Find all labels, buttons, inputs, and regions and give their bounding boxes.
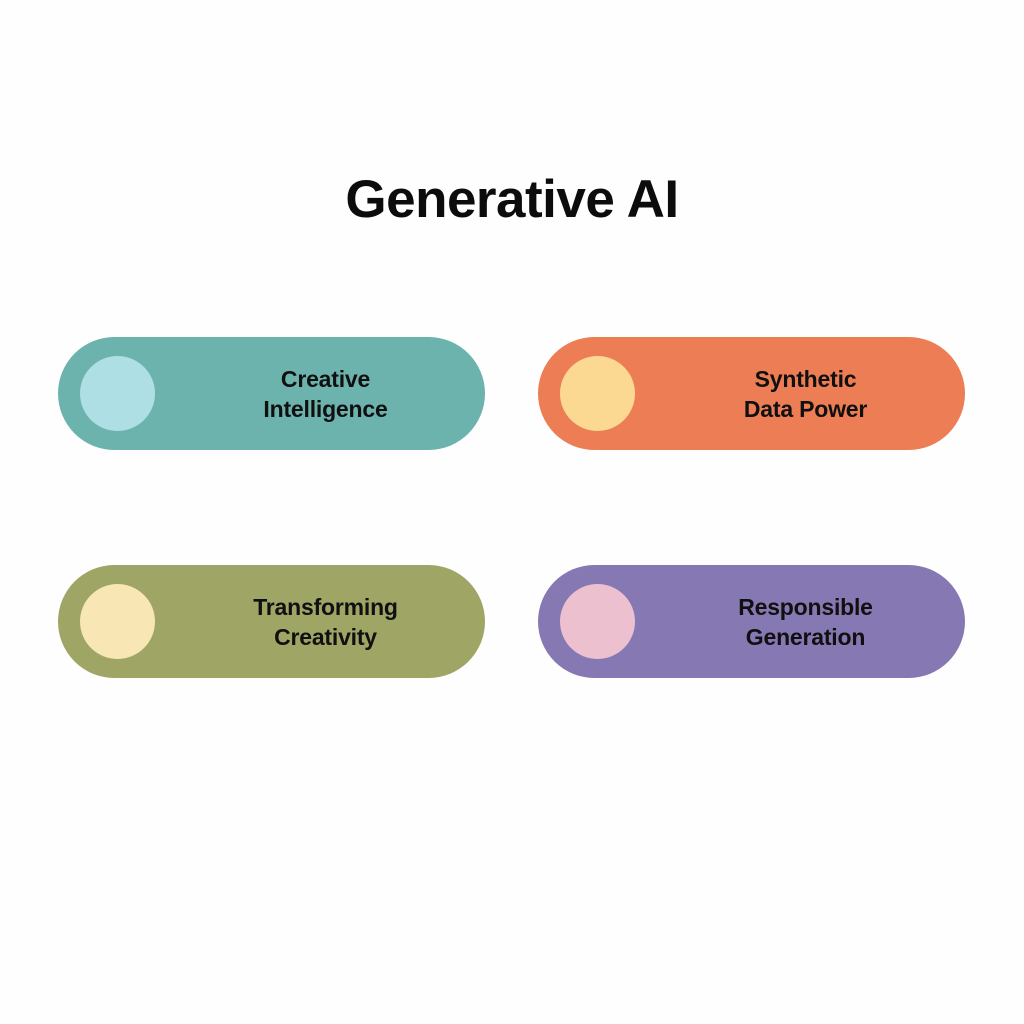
- pill-label-line-1: Creative: [280, 365, 371, 392]
- pill-label: Responsible Generation: [668, 592, 943, 652]
- pill-dot-icon: [80, 356, 155, 431]
- pill-label-line-2: Intelligence: [263, 395, 388, 422]
- pill-card-transforming-creativity[interactable]: Transforming Creativity: [58, 565, 485, 678]
- pill-card-responsible-generation[interactable]: Responsible Generation: [538, 565, 965, 678]
- pill-card-synthetic-data-power[interactable]: Synthetic Data Power: [538, 337, 965, 450]
- pill-grid: Creative Intelligence Synthetic Data Pow…: [58, 337, 965, 678]
- pill-label: Synthetic Data Power: [668, 364, 943, 424]
- pill-label: Creative Intelligence: [188, 364, 463, 424]
- pill-label-line-1: Synthetic: [754, 365, 857, 392]
- pill-label-line-1: Responsible: [738, 593, 873, 620]
- pill-card-creative-intelligence[interactable]: Creative Intelligence: [58, 337, 485, 450]
- pill-dot-icon: [80, 584, 155, 659]
- pill-label-line-1: Transforming: [253, 593, 398, 620]
- pill-label-line-2: Data Power: [743, 395, 868, 422]
- pill-label-line-2: Generation: [745, 623, 866, 650]
- pill-label: Transforming Creativity: [188, 592, 463, 652]
- pill-dot-icon: [560, 584, 635, 659]
- pill-label-line-2: Creativity: [274, 623, 377, 650]
- page-title: Generative AI: [345, 170, 679, 229]
- pill-dot-icon: [560, 356, 635, 431]
